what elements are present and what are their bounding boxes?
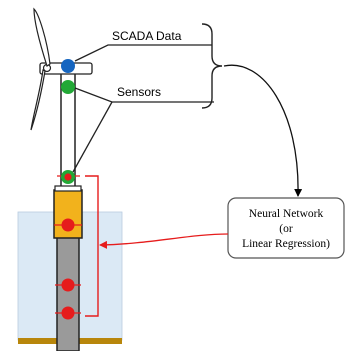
model-label-line3: Linear Regression)	[242, 238, 330, 250]
blade-down	[30, 69, 46, 131]
scada-sensor	[61, 59, 75, 73]
square-bracket-icon	[85, 175, 99, 317]
tower-flange	[54, 185, 82, 192]
tower-sensor-nacelle	[61, 80, 75, 94]
sensors-label: Sensors	[117, 85, 161, 99]
structural-sensor-pile-1	[61, 278, 75, 292]
structural-sensor-tp	[61, 218, 75, 232]
scada-label: SCADA Data	[112, 29, 182, 43]
scada-leader-line	[74, 44, 212, 62]
arrow-model-to-structure	[99, 233, 229, 249]
model-label-line1: Neural Network	[249, 208, 324, 220]
sensors-leader-line-2	[72, 101, 113, 173]
arrow-to-model	[223, 64, 303, 197]
structural-sensor-pile-2	[61, 306, 75, 320]
model-box	[227, 197, 345, 259]
blade-up	[33, 7, 51, 67]
curly-bracket-icon	[201, 23, 223, 109]
model-label-line2: (or	[279, 223, 293, 235]
structural-sensor-base	[64, 173, 72, 181]
